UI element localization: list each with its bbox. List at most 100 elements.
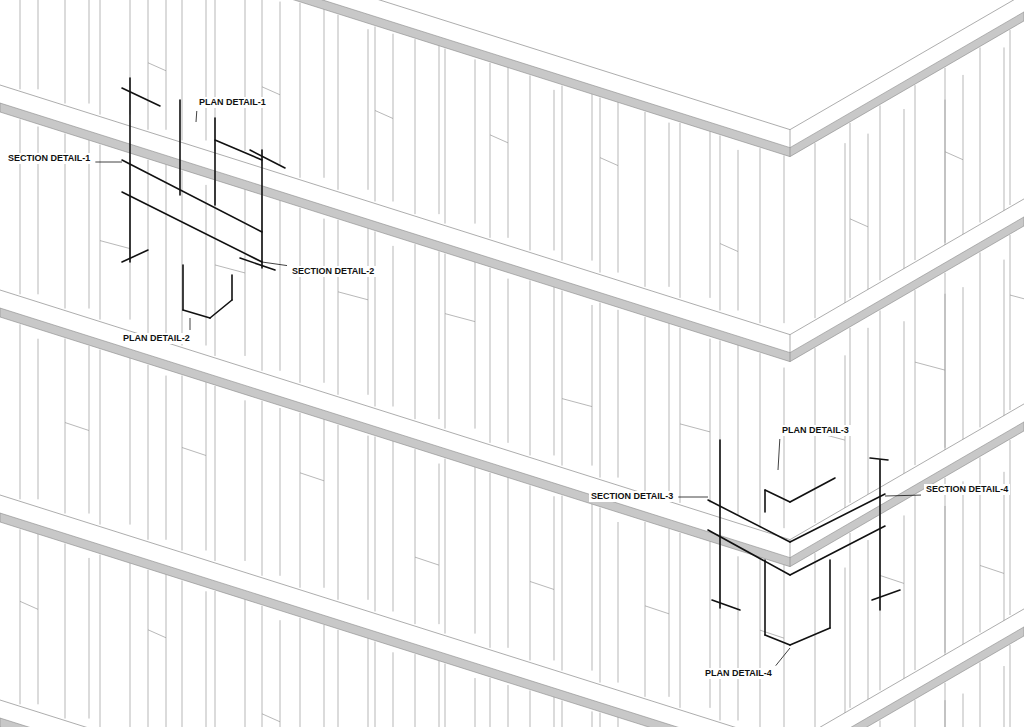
fin-line xyxy=(600,158,618,166)
detail-bracket xyxy=(870,458,888,460)
fin-line xyxy=(280,620,281,727)
fin-line xyxy=(166,0,167,130)
fin-line xyxy=(904,321,905,485)
leader-line xyxy=(95,162,122,163)
detail-bracket xyxy=(129,78,131,262)
slab-line xyxy=(0,85,1024,335)
fin-line xyxy=(592,305,593,466)
fin-line xyxy=(915,700,916,727)
fin-line xyxy=(645,112,646,287)
fin-line xyxy=(784,368,785,529)
callout-label: SECTION DETAIL-2 xyxy=(290,266,376,277)
fin-line xyxy=(600,713,601,727)
detail-bracket xyxy=(790,494,885,542)
fin-line xyxy=(375,642,376,727)
fin-line xyxy=(554,496,555,660)
fin-line xyxy=(490,268,491,443)
fin-line xyxy=(554,284,555,455)
fin-line xyxy=(38,339,39,500)
fin-line xyxy=(89,558,90,719)
fin-line xyxy=(784,155,785,323)
fin-line xyxy=(415,557,439,565)
fin-line xyxy=(166,376,167,540)
fin-line xyxy=(490,63,491,238)
fin-line xyxy=(669,529,670,697)
fin-line xyxy=(20,601,38,609)
fin-line xyxy=(815,143,816,318)
fin-line xyxy=(710,339,711,503)
fin-line xyxy=(963,481,964,652)
fin-line xyxy=(980,252,981,427)
detail-bracket xyxy=(122,88,160,106)
fin-line xyxy=(475,254,476,429)
fin-line xyxy=(130,562,131,727)
fin-line xyxy=(262,87,280,95)
fin-line xyxy=(148,0,149,130)
fin-line xyxy=(300,413,301,588)
fin-line xyxy=(148,630,166,638)
detail-bracket xyxy=(712,600,740,610)
detail-bracket xyxy=(122,250,148,262)
fin-line xyxy=(710,126,711,297)
fin-line xyxy=(1004,47,1005,222)
fin-line xyxy=(100,145,101,320)
fin-line xyxy=(1010,645,1011,727)
detail-bracket xyxy=(790,526,885,575)
fin-line xyxy=(445,254,446,429)
fin-line xyxy=(324,625,325,727)
detail-bracket xyxy=(231,275,233,300)
corner-line xyxy=(790,335,791,362)
fin-line xyxy=(20,324,21,499)
fin-line xyxy=(880,105,881,280)
fin-line xyxy=(368,29,369,190)
fin-line xyxy=(508,685,509,727)
leader-line xyxy=(190,318,191,330)
fin-line xyxy=(562,701,563,727)
fin-line xyxy=(415,39,416,214)
fin-line xyxy=(720,136,721,311)
fin-line xyxy=(680,328,681,503)
fin-line xyxy=(166,570,167,727)
fin-line xyxy=(592,93,593,261)
fin-line xyxy=(20,529,21,704)
fin-line xyxy=(368,630,369,727)
fin-line xyxy=(206,591,207,727)
fin-line xyxy=(868,134,869,298)
callout-label: PLAN DETAIL-1 xyxy=(197,97,268,108)
fin-line xyxy=(845,143,846,318)
fin-line xyxy=(720,244,738,252)
slab-edge xyxy=(0,103,1024,362)
fin-line xyxy=(760,353,761,528)
fin-line xyxy=(850,533,851,708)
fin-line xyxy=(148,63,166,71)
fin-line xyxy=(100,0,101,115)
detail-bracket xyxy=(765,490,790,502)
detail-bracket xyxy=(829,560,831,628)
slab-edge xyxy=(0,513,1024,727)
fin-line xyxy=(338,292,368,300)
fin-line xyxy=(1010,235,1011,410)
fin-line xyxy=(215,386,216,561)
fin-line xyxy=(262,714,280,722)
fin-line xyxy=(530,75,531,250)
fin-line xyxy=(680,533,681,708)
fin-line xyxy=(980,565,1004,573)
fin-line xyxy=(245,400,246,561)
fin-line xyxy=(963,75,964,243)
fin-line xyxy=(415,244,416,419)
fin-line xyxy=(182,0,183,141)
fin-line xyxy=(415,449,416,624)
slab-edge xyxy=(0,0,1024,157)
slab-face xyxy=(0,0,1024,157)
fin-line xyxy=(815,553,816,727)
fin-line xyxy=(324,6,325,177)
fin-line xyxy=(20,119,21,294)
fin-line xyxy=(393,34,394,202)
slab-line xyxy=(0,0,1024,130)
fin-line xyxy=(324,219,325,383)
slab-face xyxy=(0,700,1024,727)
fin-line xyxy=(904,515,905,690)
fin-line xyxy=(393,652,394,727)
fin-line xyxy=(338,15,339,190)
fin-line xyxy=(89,346,90,514)
